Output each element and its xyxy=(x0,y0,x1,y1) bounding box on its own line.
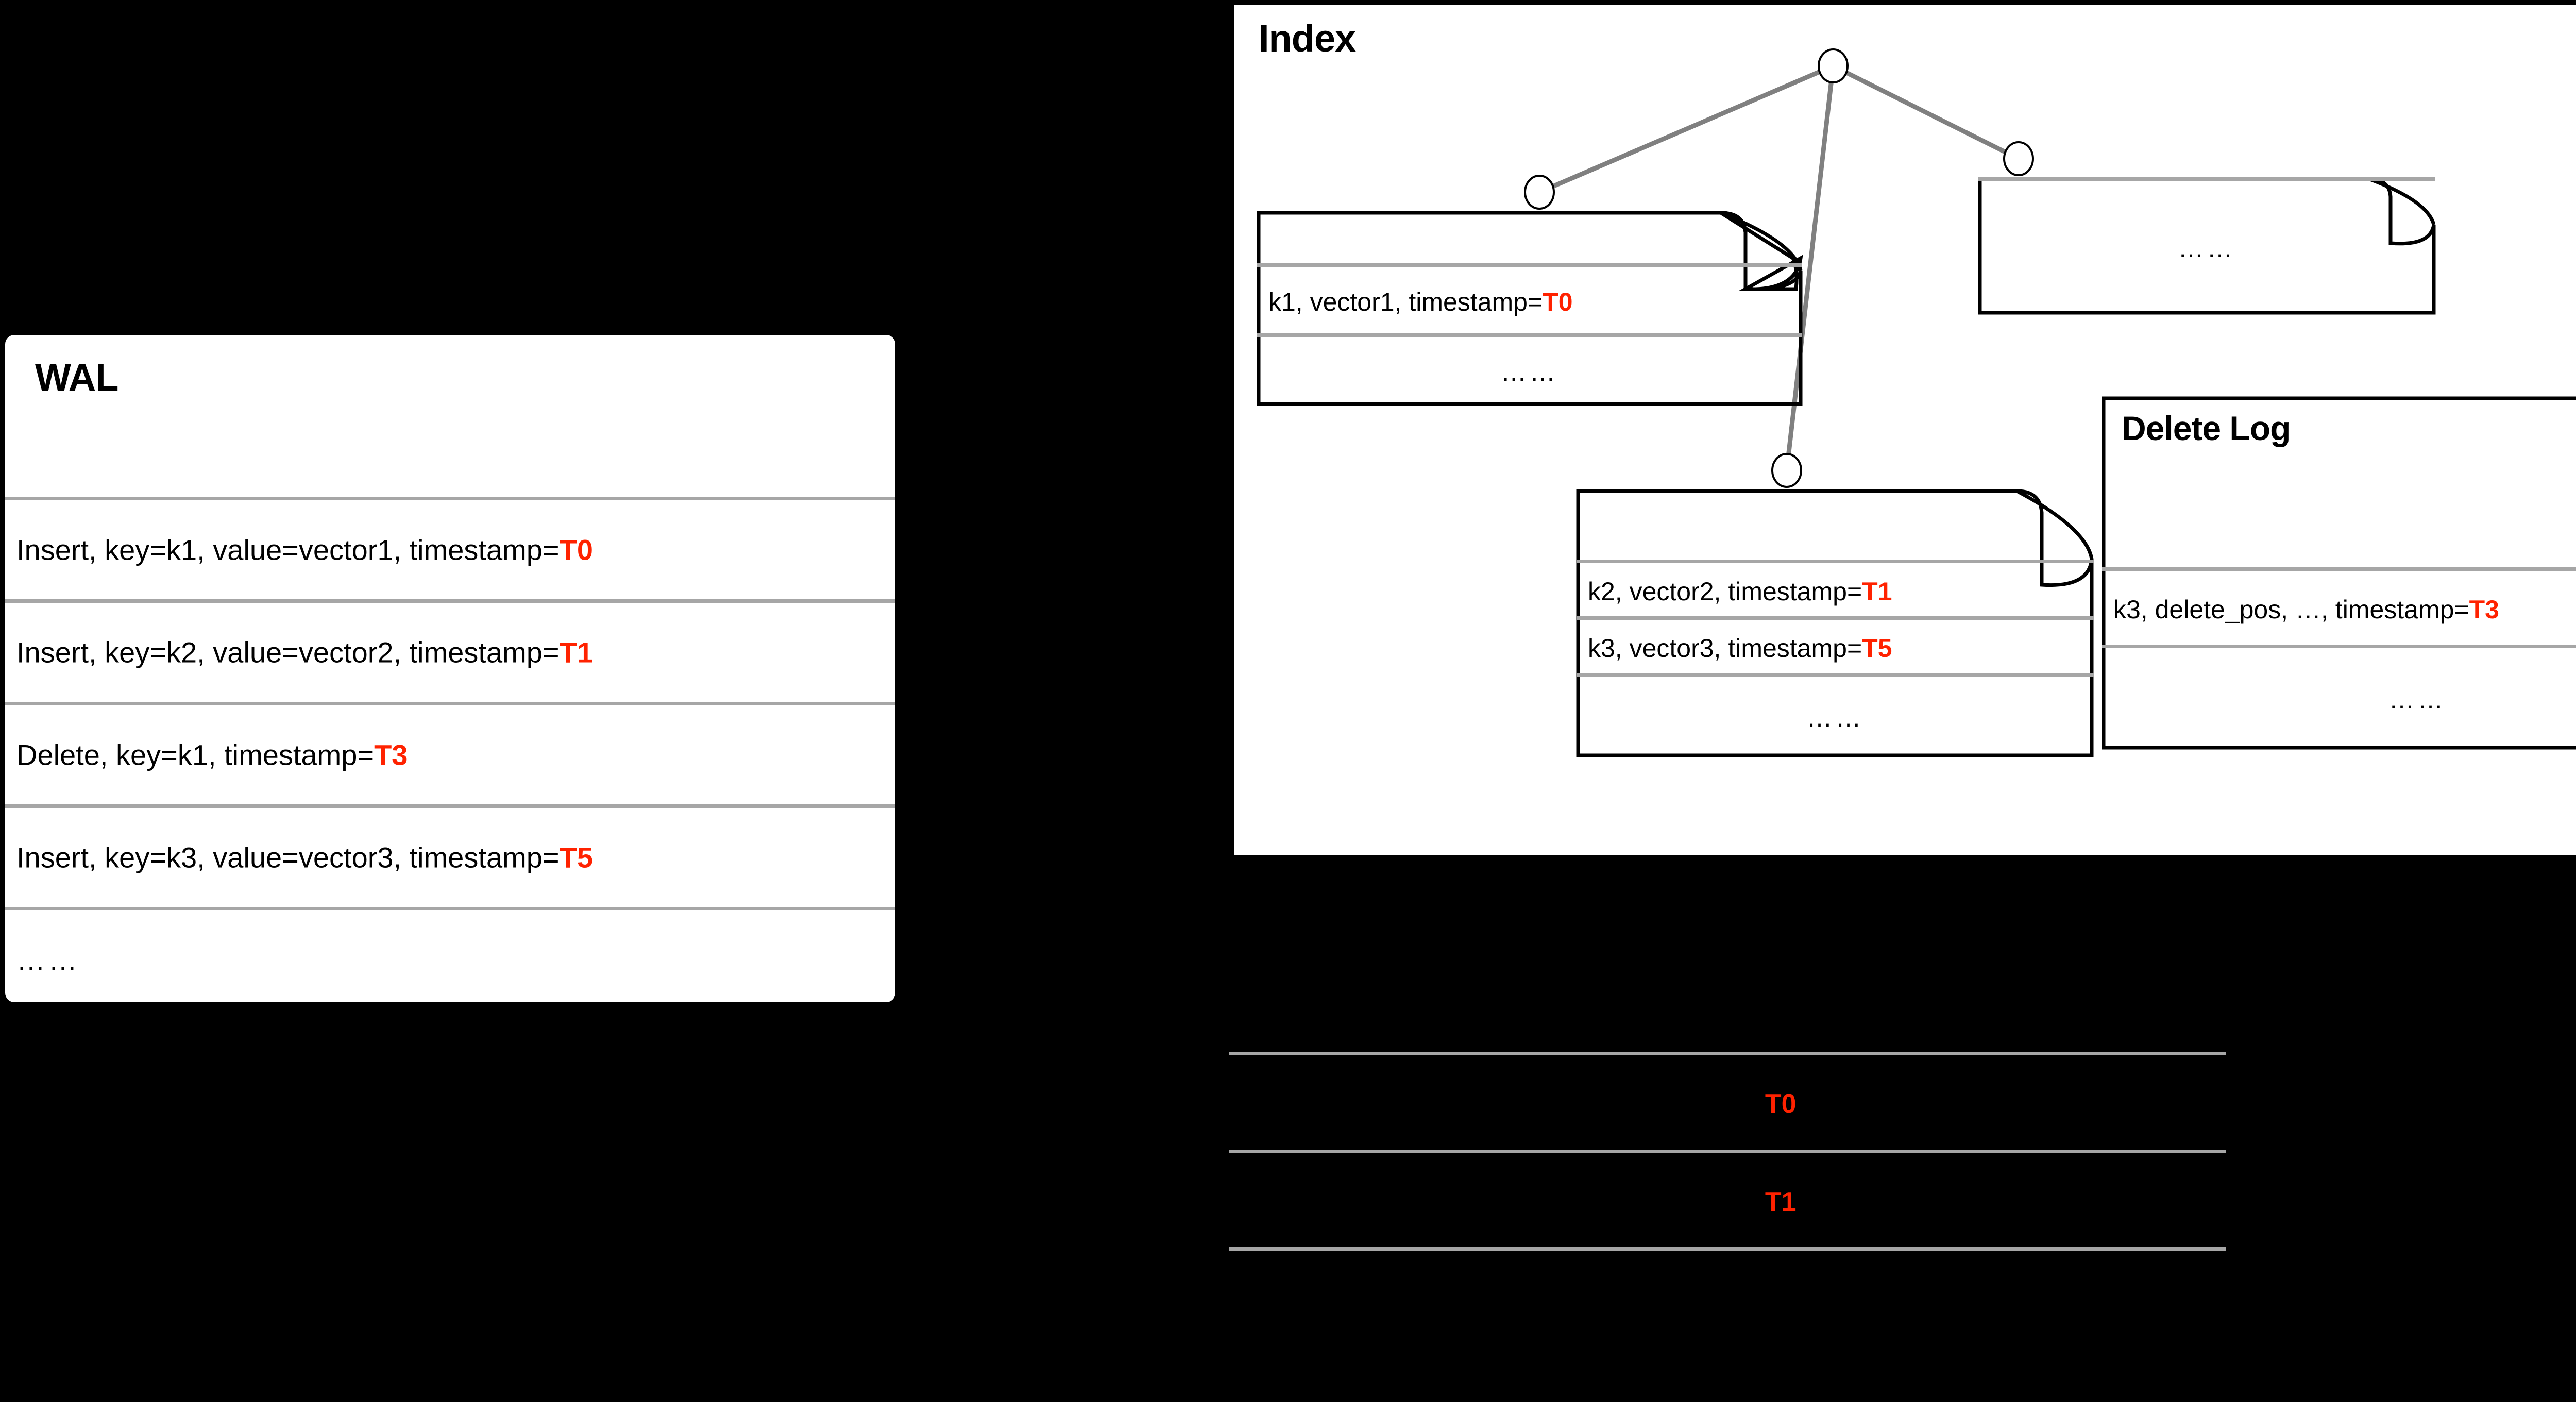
log-entry-row: …… xyxy=(1257,333,1802,407)
wal-row-text: Delete, key=k1, timestamp=T3 xyxy=(16,738,408,772)
wal-row-label: Insert, key=k3, value=vector3, timestamp… xyxy=(16,841,560,874)
tree-edge xyxy=(1538,63,1834,195)
tree-node-bottom[interactable] xyxy=(1771,453,1802,488)
wal-row-label: Insert, key=k1, value=vector1, timestamp… xyxy=(16,533,560,566)
log-entry-text: Op=Insert, execution_time=5,…,timestamp=… xyxy=(1240,1187,1797,1218)
wal-row-text: Insert, key=k3, value=vector3, timestamp… xyxy=(16,841,593,874)
document-rows: k3, delete_pos, …, timestamp=T3 …… xyxy=(2102,394,2576,750)
timestamp-value: T1 xyxy=(1765,1187,1797,1217)
log-entry-text: k3, delete_pos, …, timestamp=T3 xyxy=(2113,595,2499,624)
wal-row-text: Insert, key=k1, value=vector1, timestamp… xyxy=(16,533,593,567)
log-entry-label: Op=Insert, execution_time=5,…,timestamp= xyxy=(1240,1187,1765,1217)
tree-edge xyxy=(1832,63,2020,161)
log-entry-row: k1, vector1, timestamp=T0 xyxy=(1257,263,1802,337)
log-entry-text: …… xyxy=(1240,1290,1300,1321)
bin-log-document: Bin Log Op=Insert, execution_time=3,…,ti… xyxy=(1227,935,2226,1402)
timestamp-value: T5 xyxy=(559,841,593,874)
tree-node-group xyxy=(1524,48,2034,488)
delete-log-title: Delete Log xyxy=(2122,409,2291,447)
document-outline-icon xyxy=(1576,489,2094,757)
log-entry-row: k3, delete_pos, …, timestamp=T3 xyxy=(2102,567,2576,648)
index-tree-graph xyxy=(1524,48,2034,488)
delete-log-document: Delete Log k3, delete_pos, …, timestamp=… xyxy=(2102,394,2576,750)
wal-row: Insert, key=k1, value=vector1, timestamp… xyxy=(5,497,895,599)
timestamp-value: T0 xyxy=(1765,1089,1797,1119)
log-entry-row: …… xyxy=(1229,1247,2226,1359)
index-panel: Index k1, vector1, timestamp=T0 …… …… k2,… xyxy=(1234,5,2576,855)
wal-row-text: …… xyxy=(16,943,80,977)
timestamp-value: T3 xyxy=(2469,595,2499,624)
tree-node-right[interactable] xyxy=(2003,141,2034,176)
log-entry-label: …… xyxy=(1501,358,1558,386)
timestamp-value: T3 xyxy=(374,738,408,771)
timestamp-value: T0 xyxy=(1543,288,1573,316)
wal-title: WAL xyxy=(35,356,118,399)
log-entry-row: …… xyxy=(1978,177,2435,316)
timestamp-value: T1 xyxy=(1862,577,1892,606)
index-leaf-document-right: …… xyxy=(1978,175,2436,315)
log-entry-text: k3, vector3, timestamp=T5 xyxy=(1588,633,1892,663)
log-entry-row: Op=Insert, execution_time=5,…,timestamp=… xyxy=(1229,1150,2226,1251)
log-entry-text: …… xyxy=(1978,233,2435,263)
log-entry-text: k1, vector1, timestamp=T0 xyxy=(1268,287,1573,317)
wal-row-label: …… xyxy=(16,943,80,976)
document-rows: …… xyxy=(1978,175,2435,314)
log-entry-label: k2, vector2, timestamp= xyxy=(1588,577,1862,606)
wal-panel: WAL Insert, key=k1, value=vector1, times… xyxy=(5,335,895,1002)
bin-log-title: Bin Log xyxy=(1248,951,1387,994)
wal-row: …… xyxy=(5,907,895,1009)
document-outline-icon xyxy=(1227,936,2184,1402)
wal-row: Insert, key=k3, value=vector3, timestamp… xyxy=(5,804,895,907)
log-entry-row: k3, vector3, timestamp=T5 xyxy=(1577,616,2094,677)
log-entry-label: k3, delete_pos, …, timestamp= xyxy=(2113,595,2469,624)
log-entry-label: k3, vector3, timestamp= xyxy=(1588,634,1862,663)
log-entry-label: …… xyxy=(1240,1290,1300,1320)
log-entry-text: Op=Insert, execution_time=3,…,timestamp=… xyxy=(1240,1089,1797,1120)
log-entry-row: Op=Insert, execution_time=3,…,timestamp=… xyxy=(1229,1052,2226,1153)
document-rows: Op=Insert, execution_time=3,…,timestamp=… xyxy=(1229,935,2226,1402)
document-rows: k1, vector1, timestamp=T0 …… xyxy=(1257,209,1802,406)
index-title: Index xyxy=(1259,17,1356,60)
log-entry-text: …… xyxy=(1257,357,1802,387)
log-entry-label: …… xyxy=(2178,234,2236,263)
timestamp-value: T0 xyxy=(559,533,593,566)
tree-node-left[interactable] xyxy=(1524,175,1555,210)
log-entry-label: Op=Insert, execution_time=3,…,timestamp= xyxy=(1240,1089,1765,1119)
log-entry-label: …… xyxy=(2388,685,2447,714)
log-entry-text: …… xyxy=(1577,703,2094,733)
log-entry-row: k2, vector2, timestamp=T1 xyxy=(1577,560,2094,620)
wal-row: Insert, key=k2, value=vector2, timestamp… xyxy=(5,599,895,702)
log-entry-text: …… xyxy=(2102,685,2576,715)
index-leaf-document-left: k1, vector1, timestamp=T0 …… xyxy=(1257,209,1803,406)
log-entry-label: …… xyxy=(1806,703,1865,732)
tree-node-root[interactable] xyxy=(1818,48,1849,83)
wal-row-label: Insert, key=k2, value=vector2, timestamp… xyxy=(16,636,560,669)
wal-row-label: Delete, key=k1, timestamp= xyxy=(16,738,375,771)
log-entry-text: k2, vector2, timestamp=T1 xyxy=(1588,577,1892,606)
timestamp-value: T5 xyxy=(1862,634,1892,663)
wal-row-list: Insert, key=k1, value=vector1, timestamp… xyxy=(5,497,895,1009)
log-entry-row: …… xyxy=(2102,645,2576,751)
wal-row-text: Insert, key=k2, value=vector2, timestamp… xyxy=(16,636,593,669)
log-entry-row: …… xyxy=(1577,673,2094,759)
wal-row: Delete, key=k1, timestamp=T3 xyxy=(5,702,895,804)
timestamp-value: T1 xyxy=(559,636,593,669)
log-entry-label: k1, vector1, timestamp= xyxy=(1268,288,1543,316)
